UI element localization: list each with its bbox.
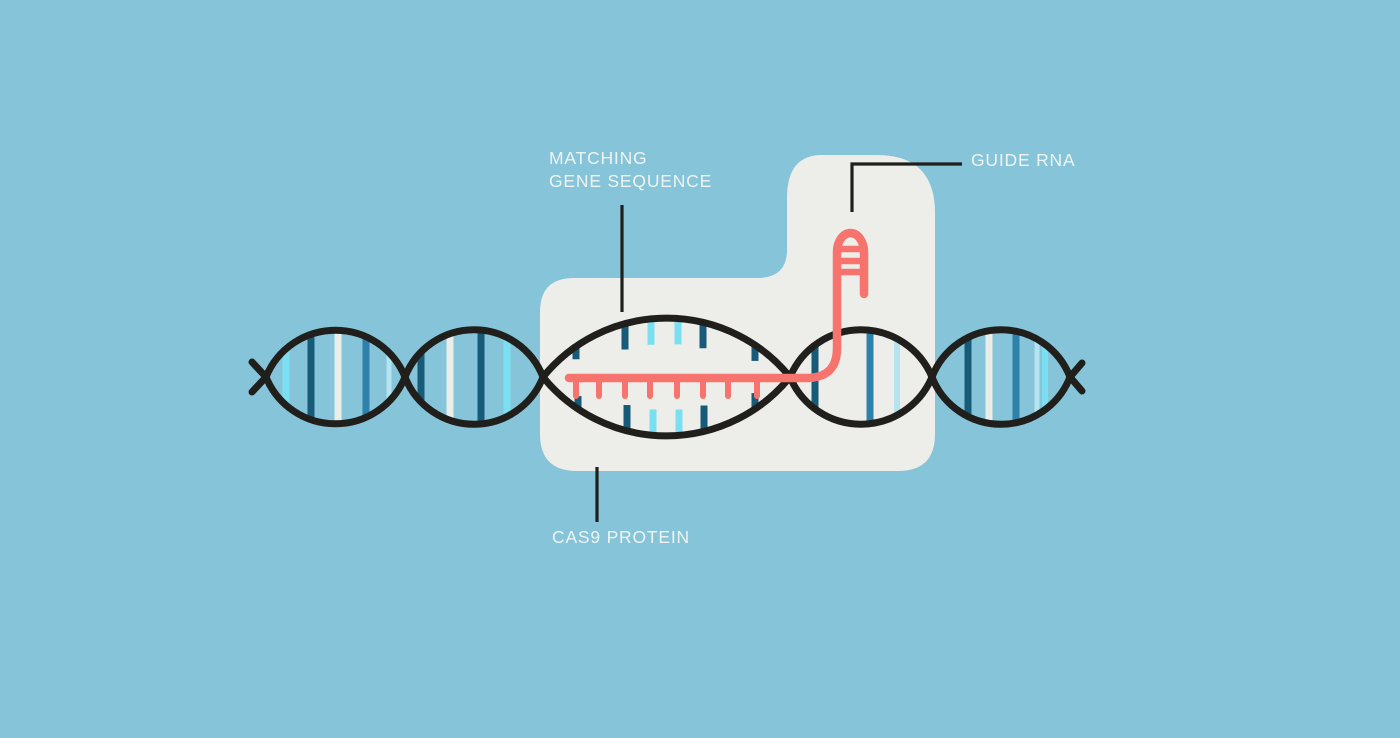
guide-rna-ticks	[573, 377, 760, 399]
callout-line-guide-rna	[850, 162, 962, 212]
matching-gene-sequence-label: MATCHING GENE SEQUENCE	[549, 147, 712, 193]
dna-rungs	[282, 316, 1048, 438]
cas9-protein-blob	[540, 155, 935, 471]
guide-rna-strand	[564, 228, 869, 383]
guide-rna-hairpin-rungs	[834, 245, 867, 276]
dna-strand-a	[248, 314, 1086, 428]
callout-lines	[595, 162, 962, 522]
guide-rna-group	[564, 228, 869, 399]
dna-strand-b	[248, 326, 1086, 440]
guide-rna-label: GUIDE RNA	[971, 150, 1076, 170]
cas9-protein-label: CAS9 PROTEIN	[552, 527, 690, 547]
matching-gene-sequence-label-line2: GENE SEQUENCE	[549, 171, 713, 191]
matching-gene-sequence-label-line1: MATCHING	[549, 148, 648, 168]
